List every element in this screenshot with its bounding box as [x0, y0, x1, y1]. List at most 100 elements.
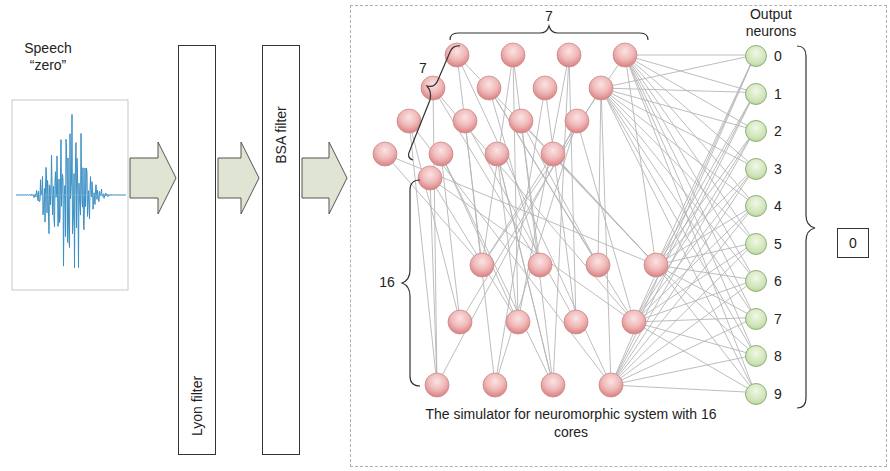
- result-box: 0: [837, 228, 869, 258]
- output-neuron: 7: [745, 308, 767, 330]
- neuron: [418, 166, 442, 190]
- neuron-index: 5: [773, 236, 783, 252]
- neuron: [564, 310, 588, 334]
- output-neuron: 8: [745, 345, 767, 367]
- synapse-line: [625, 55, 755, 318]
- synapse-line: [437, 121, 577, 385]
- neuron-index: 9: [773, 386, 783, 402]
- block-arrow: [130, 142, 176, 214]
- synapse-line: [409, 121, 460, 322]
- synapse-line: [656, 130, 755, 265]
- synapse-line: [569, 55, 576, 322]
- synapse-line: [611, 243, 755, 386]
- hidden-neurons: [373, 43, 668, 397]
- neuron: [429, 142, 453, 166]
- synapse-line: [460, 88, 601, 322]
- neuron-index: 3: [773, 161, 783, 177]
- neuron: [533, 76, 557, 100]
- neuron: [501, 43, 525, 67]
- synapse-line: [634, 322, 755, 393]
- synapse-line: [482, 154, 553, 265]
- output-neuron: 5: [745, 233, 767, 255]
- neuron-index: 1: [773, 86, 783, 102]
- synapse-line: [465, 121, 576, 322]
- synapse-line: [495, 88, 545, 385]
- synapse-line: [634, 55, 755, 322]
- output-neuron: 6: [745, 270, 767, 292]
- synapse-line: [457, 55, 656, 265]
- synapse-line: [634, 93, 755, 323]
- neuron: [565, 109, 589, 133]
- neuron: [644, 253, 668, 277]
- neuron: [613, 43, 637, 67]
- synapse-line: [656, 265, 755, 393]
- neuron: [586, 253, 610, 277]
- synapse-line: [601, 88, 755, 280]
- simulator-region: The simulator for neuromorphic system wi…: [350, 5, 887, 467]
- output-neuron: 0: [745, 45, 767, 67]
- neuron: [599, 373, 623, 397]
- output-neuron: 9: [745, 383, 767, 405]
- block-arrow: [302, 142, 347, 214]
- synapse-line: [611, 130, 755, 385]
- synapse-line: [625, 55, 755, 280]
- synapse-line: [441, 154, 518, 322]
- synapse-line: [611, 355, 755, 385]
- output-neuron: 3: [745, 158, 767, 180]
- synapse-line: [634, 322, 755, 355]
- waveform-axis: [16, 195, 126, 196]
- synapse-line: [634, 205, 755, 322]
- synapse-line: [625, 55, 755, 243]
- neuron: [373, 142, 397, 166]
- neuron: [541, 142, 565, 166]
- synapse-line: [634, 243, 755, 323]
- synapse-line: [634, 168, 755, 323]
- synapse-line: [625, 55, 755, 56]
- neuron: [622, 310, 646, 334]
- plot-frame: [12, 100, 128, 290]
- neuron: [557, 43, 581, 67]
- neuron: [421, 76, 445, 100]
- synapse-line: [625, 55, 755, 93]
- neuron: [528, 253, 552, 277]
- synapse-line: [433, 88, 437, 385]
- neuron: [589, 76, 613, 100]
- synapse-line: [521, 121, 656, 265]
- neuron: [541, 373, 565, 397]
- synapse-line: [611, 93, 755, 386]
- neuron-index: 6: [773, 273, 783, 289]
- speech-waveform: [16, 114, 126, 268]
- synapse-line: [521, 121, 540, 265]
- synapse-line: [577, 121, 634, 322]
- neuron: [470, 253, 494, 277]
- neuron: [425, 373, 449, 397]
- input-label: Speech “zero”: [18, 40, 78, 74]
- dimension-label: 7: [538, 8, 560, 25]
- neuron: [509, 109, 533, 133]
- synapse-line: [489, 88, 634, 322]
- synapse-line: [553, 55, 569, 385]
- output-neuron: 2: [745, 120, 767, 142]
- bracket: [450, 26, 648, 40]
- bracket: [409, 46, 460, 160]
- synapse-line: [409, 121, 611, 385]
- synapse-line: [656, 93, 755, 266]
- synapse-line: [611, 385, 755, 393]
- synapse-line: [625, 55, 755, 168]
- neuron-index: 4: [773, 198, 783, 214]
- neuron: [397, 109, 421, 133]
- synapse-line: [601, 88, 755, 393]
- neuron: [453, 109, 477, 133]
- synapse-line: [433, 88, 634, 322]
- synapse-line: [441, 154, 553, 385]
- synapse-line: [601, 88, 755, 355]
- filter-box: BSA filter: [262, 45, 300, 455]
- synapse-line: [611, 205, 755, 385]
- waveform-trace: [16, 114, 126, 268]
- region-caption: The simulator for neuromorphic system wi…: [411, 406, 731, 441]
- synapse-line: [441, 154, 460, 322]
- neuron-index: 2: [773, 123, 783, 139]
- bracket: [402, 180, 420, 386]
- synapse-line: [457, 55, 611, 385]
